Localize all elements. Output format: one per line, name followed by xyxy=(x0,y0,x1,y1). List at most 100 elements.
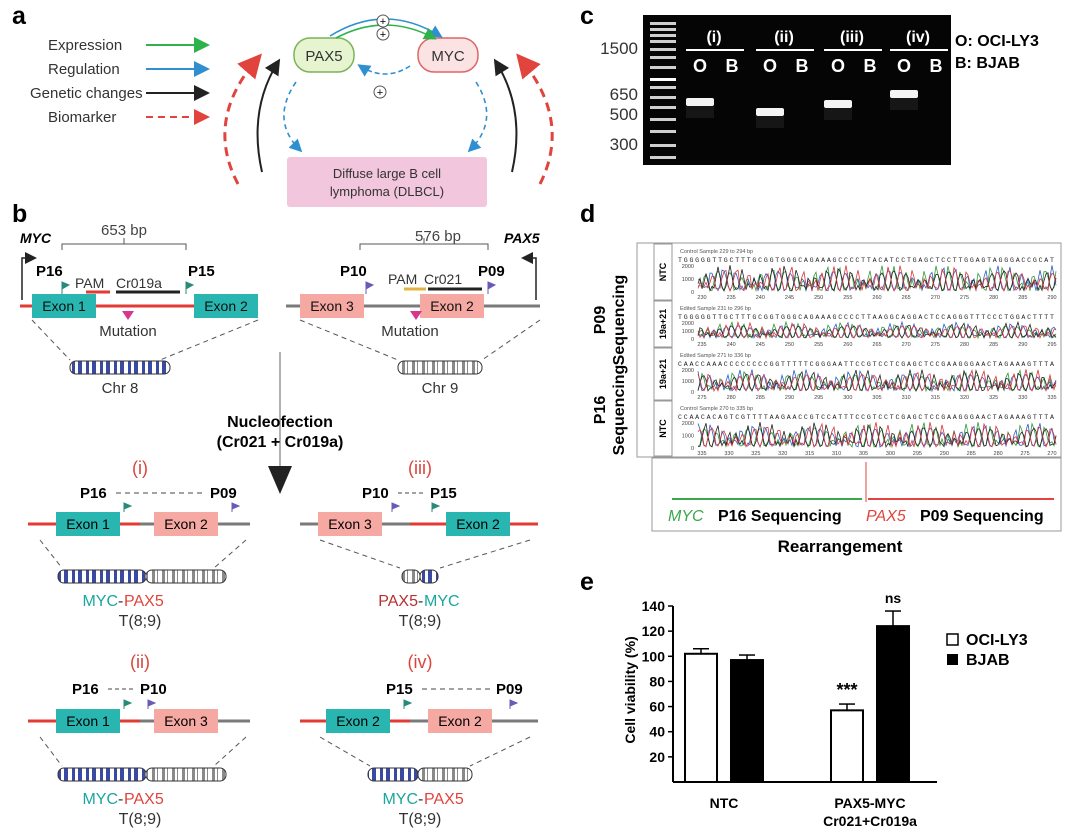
trace-y-tick: 0 xyxy=(691,390,694,396)
myc-exon2-box xyxy=(194,294,258,318)
primer-flag-icon xyxy=(509,699,519,709)
case-iii-fusion-dash: - xyxy=(418,593,423,610)
gel-lane-label: (ii) xyxy=(774,29,794,46)
pax5-zoom-line xyxy=(481,319,541,361)
myc-pam-label: PAM xyxy=(75,275,104,291)
trace-x-tick: 320 xyxy=(778,451,787,457)
trace-x-tick: 295 xyxy=(913,451,922,457)
trace-box-top xyxy=(636,242,1062,458)
trace-curve xyxy=(697,265,1057,293)
case-i-zoom-line xyxy=(39,539,63,569)
pax5-exon2-box xyxy=(420,294,484,318)
case-ii-translocation: T(8;9) xyxy=(119,811,162,828)
ladder-label-300: 300 xyxy=(610,135,638,154)
pax5-tss-arrow-icon xyxy=(521,252,537,300)
case-i-zoom-line xyxy=(213,539,247,569)
pax5-node-label: PAX5 xyxy=(305,48,342,65)
trace-x-tick: 275 xyxy=(697,395,706,401)
primer-flag-icon xyxy=(147,699,157,709)
case-iv-zoom-line xyxy=(319,736,371,767)
bottom-p09-label: P09 Sequencing xyxy=(920,508,1044,525)
gel-lane-o: O xyxy=(763,56,777,76)
case-i-fusion-b: PAX5 xyxy=(124,593,164,610)
case-iv-exon2-myc-label: Exon 2 xyxy=(336,713,380,729)
panel-letter-b: b xyxy=(12,200,27,228)
trace-sequence: TGGGGGTTGCTTTGCGGTGGGCAGAAAGCCCCTTAAGGCA… xyxy=(678,314,1054,321)
trace-x-tick: 285 xyxy=(756,395,765,401)
trace-x-tick: 230 xyxy=(697,295,706,301)
case-ii-exon1 xyxy=(56,709,120,733)
y-tick-label: 80 xyxy=(649,673,665,689)
gel-band xyxy=(824,100,852,108)
trace-box-bottom xyxy=(651,457,1062,532)
case-iii-primer-left: P10 xyxy=(362,485,389,502)
case-iii-exon2-label: Exon 2 xyxy=(456,516,500,532)
trace-x-tick: 300 xyxy=(843,395,852,401)
primer-flag-icon xyxy=(391,502,401,512)
case-ii-exon1-label: Exon 1 xyxy=(66,713,110,729)
legend-expression: Expression xyxy=(48,37,122,54)
gel-ladder xyxy=(650,22,676,159)
case-ii-chr9-part xyxy=(145,767,227,782)
trace-x-tick: 245 xyxy=(756,342,765,348)
case-ii-zoom-line xyxy=(213,736,247,767)
trace-y-tick: 2000 xyxy=(682,368,694,374)
trace-x-tick: 250 xyxy=(785,342,794,348)
trace-x-tick: 275 xyxy=(1020,451,1029,457)
trace-x-tick: 275 xyxy=(960,295,969,301)
myc-exon2-label: Exon 2 xyxy=(204,298,248,314)
case-iv-translocation: T(8;9) xyxy=(399,811,442,828)
trace-x-tick: 270 xyxy=(902,342,911,348)
trace-x-tick: 285 xyxy=(989,342,998,348)
ladder-band xyxy=(650,66,676,69)
case-iv-primer-right: P09 xyxy=(496,681,523,698)
trace-x-tick: 300 xyxy=(886,451,895,457)
trace-row-label: NTC xyxy=(658,419,668,438)
trace-x-tick: 240 xyxy=(756,295,765,301)
rearrangement-caption: Rearrangement xyxy=(778,537,903,556)
trace-row-label-cell xyxy=(653,347,673,401)
case-ii-fusion-b: PAX5 xyxy=(124,791,164,808)
trace-sequence: TGGGGGTTGCTTTGCGGTGGGCAGAAAGCCCCTTACATCC… xyxy=(678,257,1054,264)
trace-curve xyxy=(697,320,1057,340)
gel-lane-label: (i) xyxy=(706,29,721,46)
legend-swatch-oci-ly3 xyxy=(946,633,959,646)
case-iv-exon2-pax5 xyxy=(428,709,492,733)
annotation-ns: ns xyxy=(885,590,902,606)
trace-row-label-cell xyxy=(653,400,673,457)
trace-y-tick: 0 xyxy=(691,290,694,296)
trace-y-tick: 2000 xyxy=(682,321,694,327)
case-i: (i) P16 P09 Exon 1 Exon 2 MYC - PAX5 T(8… xyxy=(28,458,250,630)
cr019a-label: Cr019a xyxy=(116,275,162,291)
legend-oci-ly3: OCI-LY3 xyxy=(966,632,1028,649)
trace-curve xyxy=(697,320,1057,340)
dlbcl-label-line2: lymphoma (DLBCL) xyxy=(330,184,444,199)
myc-node-label: MYC xyxy=(431,48,465,65)
trace-curve xyxy=(697,422,1057,449)
gel-band xyxy=(890,90,918,98)
bottom-myc-label: MYC xyxy=(668,508,704,525)
trace-x-tick: 310 xyxy=(902,395,911,401)
case-iii-label: (iii) xyxy=(408,458,432,478)
case-iv-chr8-part xyxy=(367,767,419,782)
genetic-arrow-left xyxy=(256,58,281,173)
myc-exon1-box xyxy=(32,294,96,318)
trace-x-tick: 255 xyxy=(814,342,823,348)
trace-x-tick: 305 xyxy=(859,451,868,457)
ladder-band xyxy=(650,96,676,99)
case-i-exon1-label: Exon 1 xyxy=(66,516,110,532)
case-iii-translocation: T(8;9) xyxy=(399,613,442,630)
case-ii-label: (ii) xyxy=(130,652,150,672)
trace-x-tick: 330 xyxy=(1018,395,1027,401)
gel-lane-label: (iv) xyxy=(906,29,930,46)
case-i-primer-right: P09 xyxy=(210,485,237,502)
panel-d: d P09 Sequencing P16 Sequencing NTCContr… xyxy=(580,200,1062,556)
primer-flag-icon xyxy=(123,502,133,512)
p09-label: P09 xyxy=(478,263,505,280)
trace-x-tick: 270 xyxy=(931,295,940,301)
pax5-gene-label: PAX5 xyxy=(504,230,540,246)
case-iv-fusion-dash: - xyxy=(418,791,423,808)
